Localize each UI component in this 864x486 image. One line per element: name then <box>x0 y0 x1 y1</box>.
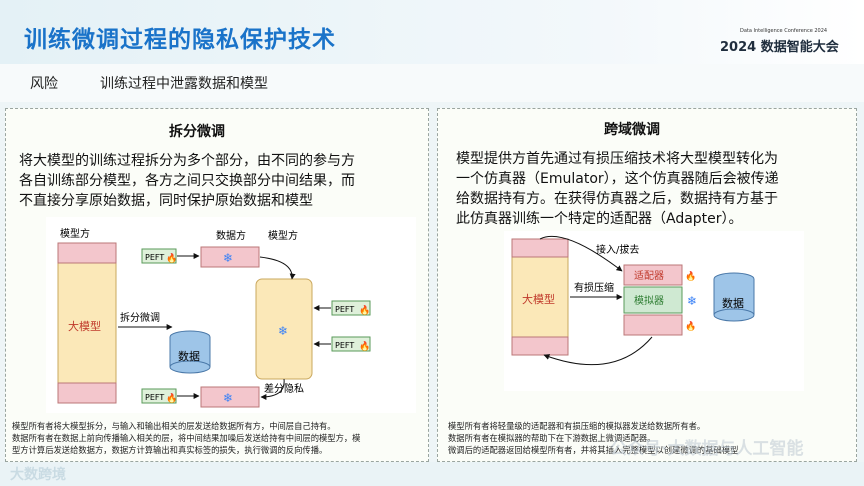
adapter-bottom-layer <box>623 314 683 336</box>
risk-text: 训练过程中泄露数据和模型 <box>100 76 268 92</box>
model-owner-right-label: 模型方 <box>268 229 298 242</box>
desc-line: 将大模型的训练过程拆分为多个部分，由不同的参与方 <box>19 153 355 169</box>
from-middle-arrow <box>260 378 285 400</box>
note-line: 数据所有者在模拟器的帮助下在下游数据上微调适配器。 <box>448 433 656 443</box>
desc-line: 模型提供方首先通过有损压缩技术将大型模型转化为 <box>456 151 778 167</box>
snowflake-icon: ❄ <box>687 294 697 308</box>
conference-name: 2024 数据智能大会 <box>720 40 839 55</box>
risk-bar <box>0 64 864 102</box>
desc-line: 给数据持有方。在获得仿真器之后，数据持有方基于 <box>456 191 778 207</box>
note-line: 模型所有者将大模型拆分，与输入和输出相关的层发送给数据所有方，中间层自己持有。 <box>12 421 336 431</box>
watermark-right: 公众号·大数据与人工智能 <box>610 439 804 459</box>
header-bar <box>0 0 864 64</box>
footer-bar <box>0 462 864 486</box>
data-label: 数据 <box>178 349 200 363</box>
data-cylinder-bottom <box>169 360 211 374</box>
peft-label: PEFT <box>145 253 164 262</box>
cross-domain-title: 跨域微调 <box>604 122 660 138</box>
big-model-bottom-layer <box>511 336 569 356</box>
split-finetune-diagram: 模型方 大模型 拆分微调 数据方 ❄ PEFT 🔥 模型方 ❄ PEFT 🔥 P… <box>46 217 416 413</box>
big-model-label: 大模型 <box>68 319 101 333</box>
fire-icon: 🔥 <box>359 340 370 352</box>
desc-line: 此仿真器训练一个特定的适配器（Adapter）。 <box>456 211 743 227</box>
data-cylinder-bottom <box>713 308 755 322</box>
fire-icon: 🔥 <box>685 270 696 282</box>
peft-label: PEFT <box>335 341 354 350</box>
peft-box <box>331 336 371 352</box>
split-finetune-title: 拆分微调 <box>169 124 225 140</box>
plug-arrow <box>539 235 623 272</box>
cross-domain-panel: 跨域微调 模型提供方首先通过有损压缩技术将大型模型转化为 一个仿真器（Emula… <box>437 108 857 462</box>
snowflake-icon: ❄ <box>223 251 233 265</box>
desc-line: 不直接分享原始数据，同时保护原始数据和模型 <box>19 193 313 209</box>
peft-box <box>141 388 177 404</box>
to-middle-arrow <box>259 256 296 280</box>
peft-label: PEFT <box>335 305 354 314</box>
fire-icon: 🔥 <box>685 320 696 332</box>
big-model-top-layer <box>57 242 117 264</box>
split-finetune-label: 拆分微调 <box>120 311 160 324</box>
cross-domain-diagram: 大模型 有损压缩 适配器 🔥 模拟器 ❄ 🔥 接入/拔去 数据 <box>504 231 804 391</box>
note-line: 模型所有者将轻量级的适配器和有损压缩的模拟器发送给数据所有者。 <box>448 421 706 431</box>
plug-label: 接入/拔去 <box>596 243 639 256</box>
snowflake-icon: ❄ <box>223 391 233 405</box>
cross-domain-desc: 模型提供方首先通过有损压缩技术将大型模型转化为 一个仿真器（Emulator），… <box>456 149 779 229</box>
data-owner-top-layer <box>200 246 260 268</box>
emulator-block <box>623 286 683 314</box>
adapter-label: 适配器 <box>634 270 664 282</box>
note-line: 型方计算后发送给数据方，数据方计算输出和真实标签的损失，执行微调的反向传播。 <box>12 445 328 455</box>
split-finetune-desc: 将大模型的训练过程拆分为多个部分，由不同的参与方 各自训练部分模型，各方之间只交… <box>19 151 355 211</box>
page-title: 训练微调过程的隐私保护技术 <box>24 27 336 53</box>
big-model-top-layer <box>511 238 569 258</box>
fire-icon: 🔥 <box>166 392 177 404</box>
desc-line: 一个仿真器（Emulator），这个仿真器随后会被传递 <box>456 171 779 187</box>
note-line: 微调后的适配器返回给模型所有者，并将其插入完整模型以创建微调的基础模型 <box>448 445 739 455</box>
data-owner-bottom-layer <box>200 386 260 408</box>
big-model-label: 大模型 <box>522 292 555 306</box>
fire-icon: 🔥 <box>359 304 370 316</box>
conference-subtitle: Data Intelligence Conference 2024 <box>740 28 828 34</box>
desc-line: 各自训练部分模型，各方之间只交换部分中间结果，而 <box>19 173 355 189</box>
adapter-top-layer <box>623 264 683 286</box>
diff-privacy-label: 差分隐私 <box>264 382 304 395</box>
cross-domain-notes: 模型所有者将轻量级的适配器和有损压缩的模拟器发送给数据所有者。 数据所有者在模拟… <box>448 420 738 456</box>
peft-box <box>141 248 177 264</box>
data-label: 数据 <box>722 296 744 310</box>
peft-label: PEFT <box>145 393 164 402</box>
split-finetune-panel: 拆分微调 将大模型的训练过程拆分为多个部分，由不同的参与方 各自训练部分模型，各… <box>5 108 429 462</box>
model-owner-top-label: 模型方 <box>60 227 90 240</box>
return-arrow <box>543 336 653 366</box>
risk-label: 风险 <box>30 76 58 92</box>
split-finetune-notes: 模型所有者将大模型拆分，与输入和输出相关的层发送给数据所有方，中间层自己持有。 … <box>12 420 360 456</box>
big-model-block <box>57 242 117 404</box>
fire-icon: 🔥 <box>166 252 177 264</box>
watermark-left: 大数跨境 <box>10 467 66 483</box>
data-owner-label: 数据方 <box>216 229 246 242</box>
peft-box <box>331 300 371 316</box>
emulator-label: 模拟器 <box>634 294 664 307</box>
snowflake-icon: ❄ <box>278 324 288 338</box>
note-line: 数据所有者在数据上前向传播输入相关的层，将中间结果加噪后发送给持有中间层的模型方… <box>12 433 361 443</box>
big-model-block <box>511 238 569 356</box>
big-model-bottom-layer <box>57 382 117 404</box>
lossy-compress-label: 有损压缩 <box>574 281 614 294</box>
